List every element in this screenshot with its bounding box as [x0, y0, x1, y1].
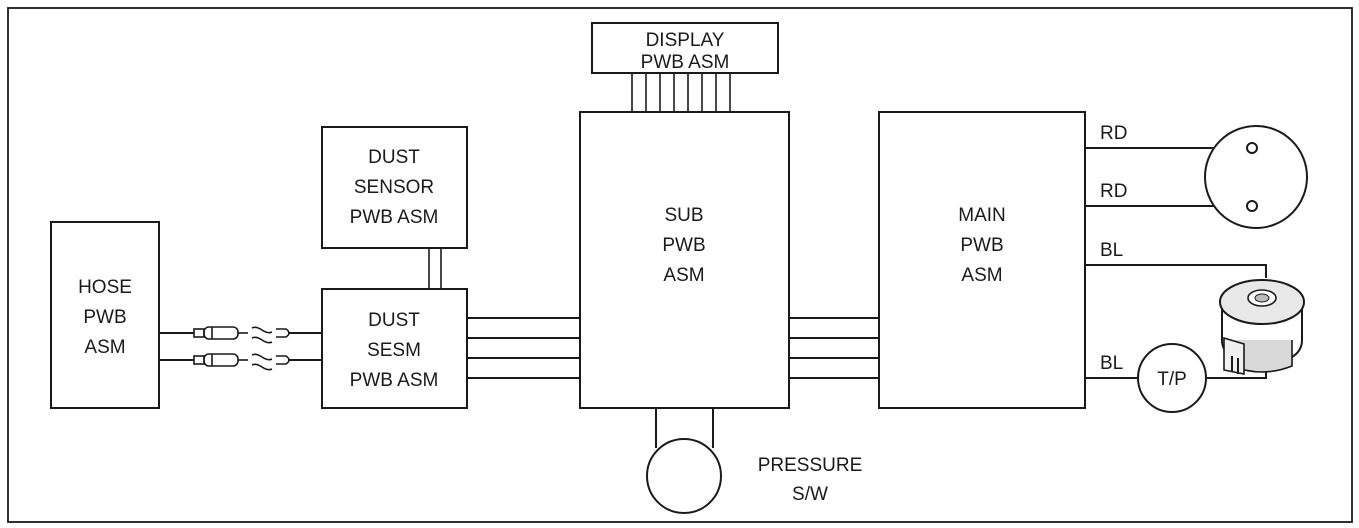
thermal-protector: T/P — [1137, 343, 1207, 413]
dust-sesm-label-line2: SESM — [367, 340, 421, 361]
main-label-line3: ASM — [961, 265, 1002, 286]
pressure-label-line2: S/W — [792, 484, 828, 505]
bl-bottom-label: BL — [1100, 353, 1123, 374]
motor-icon — [1219, 279, 1305, 375]
main-label-line2: PWB — [960, 235, 1003, 256]
main-label-line1: MAIN — [958, 205, 1006, 226]
dust-sesm-label-line1: DUST — [368, 310, 420, 331]
plug-outlet — [1204, 125, 1308, 229]
pressure-switch: PRESSURE S/W — [646, 408, 863, 514]
sub-label-line1: SUB — [664, 205, 703, 226]
sub-label-line2: PWB — [662, 235, 705, 256]
bl-wires: BL BL — [1085, 240, 1267, 379]
dust-sensor-label-line2: SENSOR — [354, 177, 434, 198]
sesm-sub-bus — [467, 317, 580, 379]
dust-sensor-pwb-asm-block: DUST SENSOR PWB ASM — [321, 126, 468, 249]
display-sub-connector — [631, 73, 731, 112]
sub-pwb-asm-block: SUB PWB ASM — [579, 111, 790, 409]
rd-top-label: RD — [1100, 123, 1127, 144]
hose-label-line3: ASM — [84, 337, 125, 358]
display-pwb-asm-block: DISPLAY PWB ASM — [591, 22, 779, 74]
hose-label-line1: HOSE — [78, 277, 132, 298]
display-label-line2: PWB ASM — [641, 52, 730, 73]
dust-sesm-label-line3: PWB ASM — [350, 370, 439, 391]
pressure-label-line1: PRESSURE — [758, 455, 863, 476]
display-label-line1: DISPLAY — [646, 30, 725, 51]
hose-connector-bottom — [159, 353, 322, 371]
dust-sensor-sesm-connector — [428, 248, 442, 289]
hose-label-line2: PWB — [83, 307, 126, 328]
hose-pwb-asm-block: HOSE PWB ASM — [50, 221, 160, 409]
dust-sesm-pwb-asm-block: DUST SESM PWB ASM — [321, 288, 468, 409]
dust-sensor-label-line1: DUST — [368, 147, 420, 168]
bl-top-label: BL — [1100, 240, 1123, 261]
rd-bottom-label: RD — [1100, 181, 1127, 202]
tp-label: T/P — [1157, 369, 1187, 390]
sub-main-bus — [789, 317, 879, 379]
dust-sensor-label-line3: PWB ASM — [350, 207, 439, 228]
main-pwb-asm-block: MAIN PWB ASM — [878, 111, 1086, 409]
hose-connector-top — [159, 326, 322, 344]
sub-label-line3: ASM — [663, 265, 704, 286]
